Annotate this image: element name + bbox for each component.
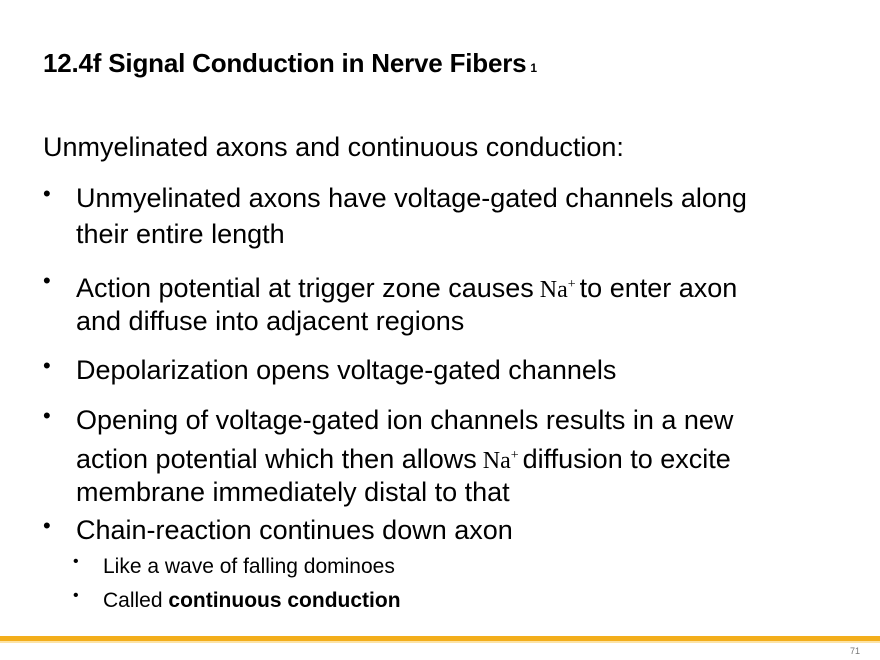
footer-accent-bar-light <box>0 641 880 643</box>
intro-text: Unmyelinated axons and continuous conduc… <box>43 132 624 162</box>
bullet-icon: • <box>43 353 51 378</box>
bullet-icon: • <box>43 181 51 206</box>
key-term: continuous conduction <box>168 589 401 612</box>
sodium-ion-formula: Na+ <box>482 448 519 474</box>
bullet-icon: • <box>43 403 51 428</box>
bullet-icon: • <box>43 268 51 293</box>
bullet-icon: • <box>73 587 79 604</box>
bullet-icon: • <box>73 553 79 570</box>
page-number: 71 <box>849 646 860 656</box>
footer-accent-bar <box>0 636 880 641</box>
bullet-icon: • <box>43 513 51 538</box>
title-suffix: 1 <box>530 61 537 75</box>
sodium-ion-formula: Na+ <box>539 277 576 303</box>
